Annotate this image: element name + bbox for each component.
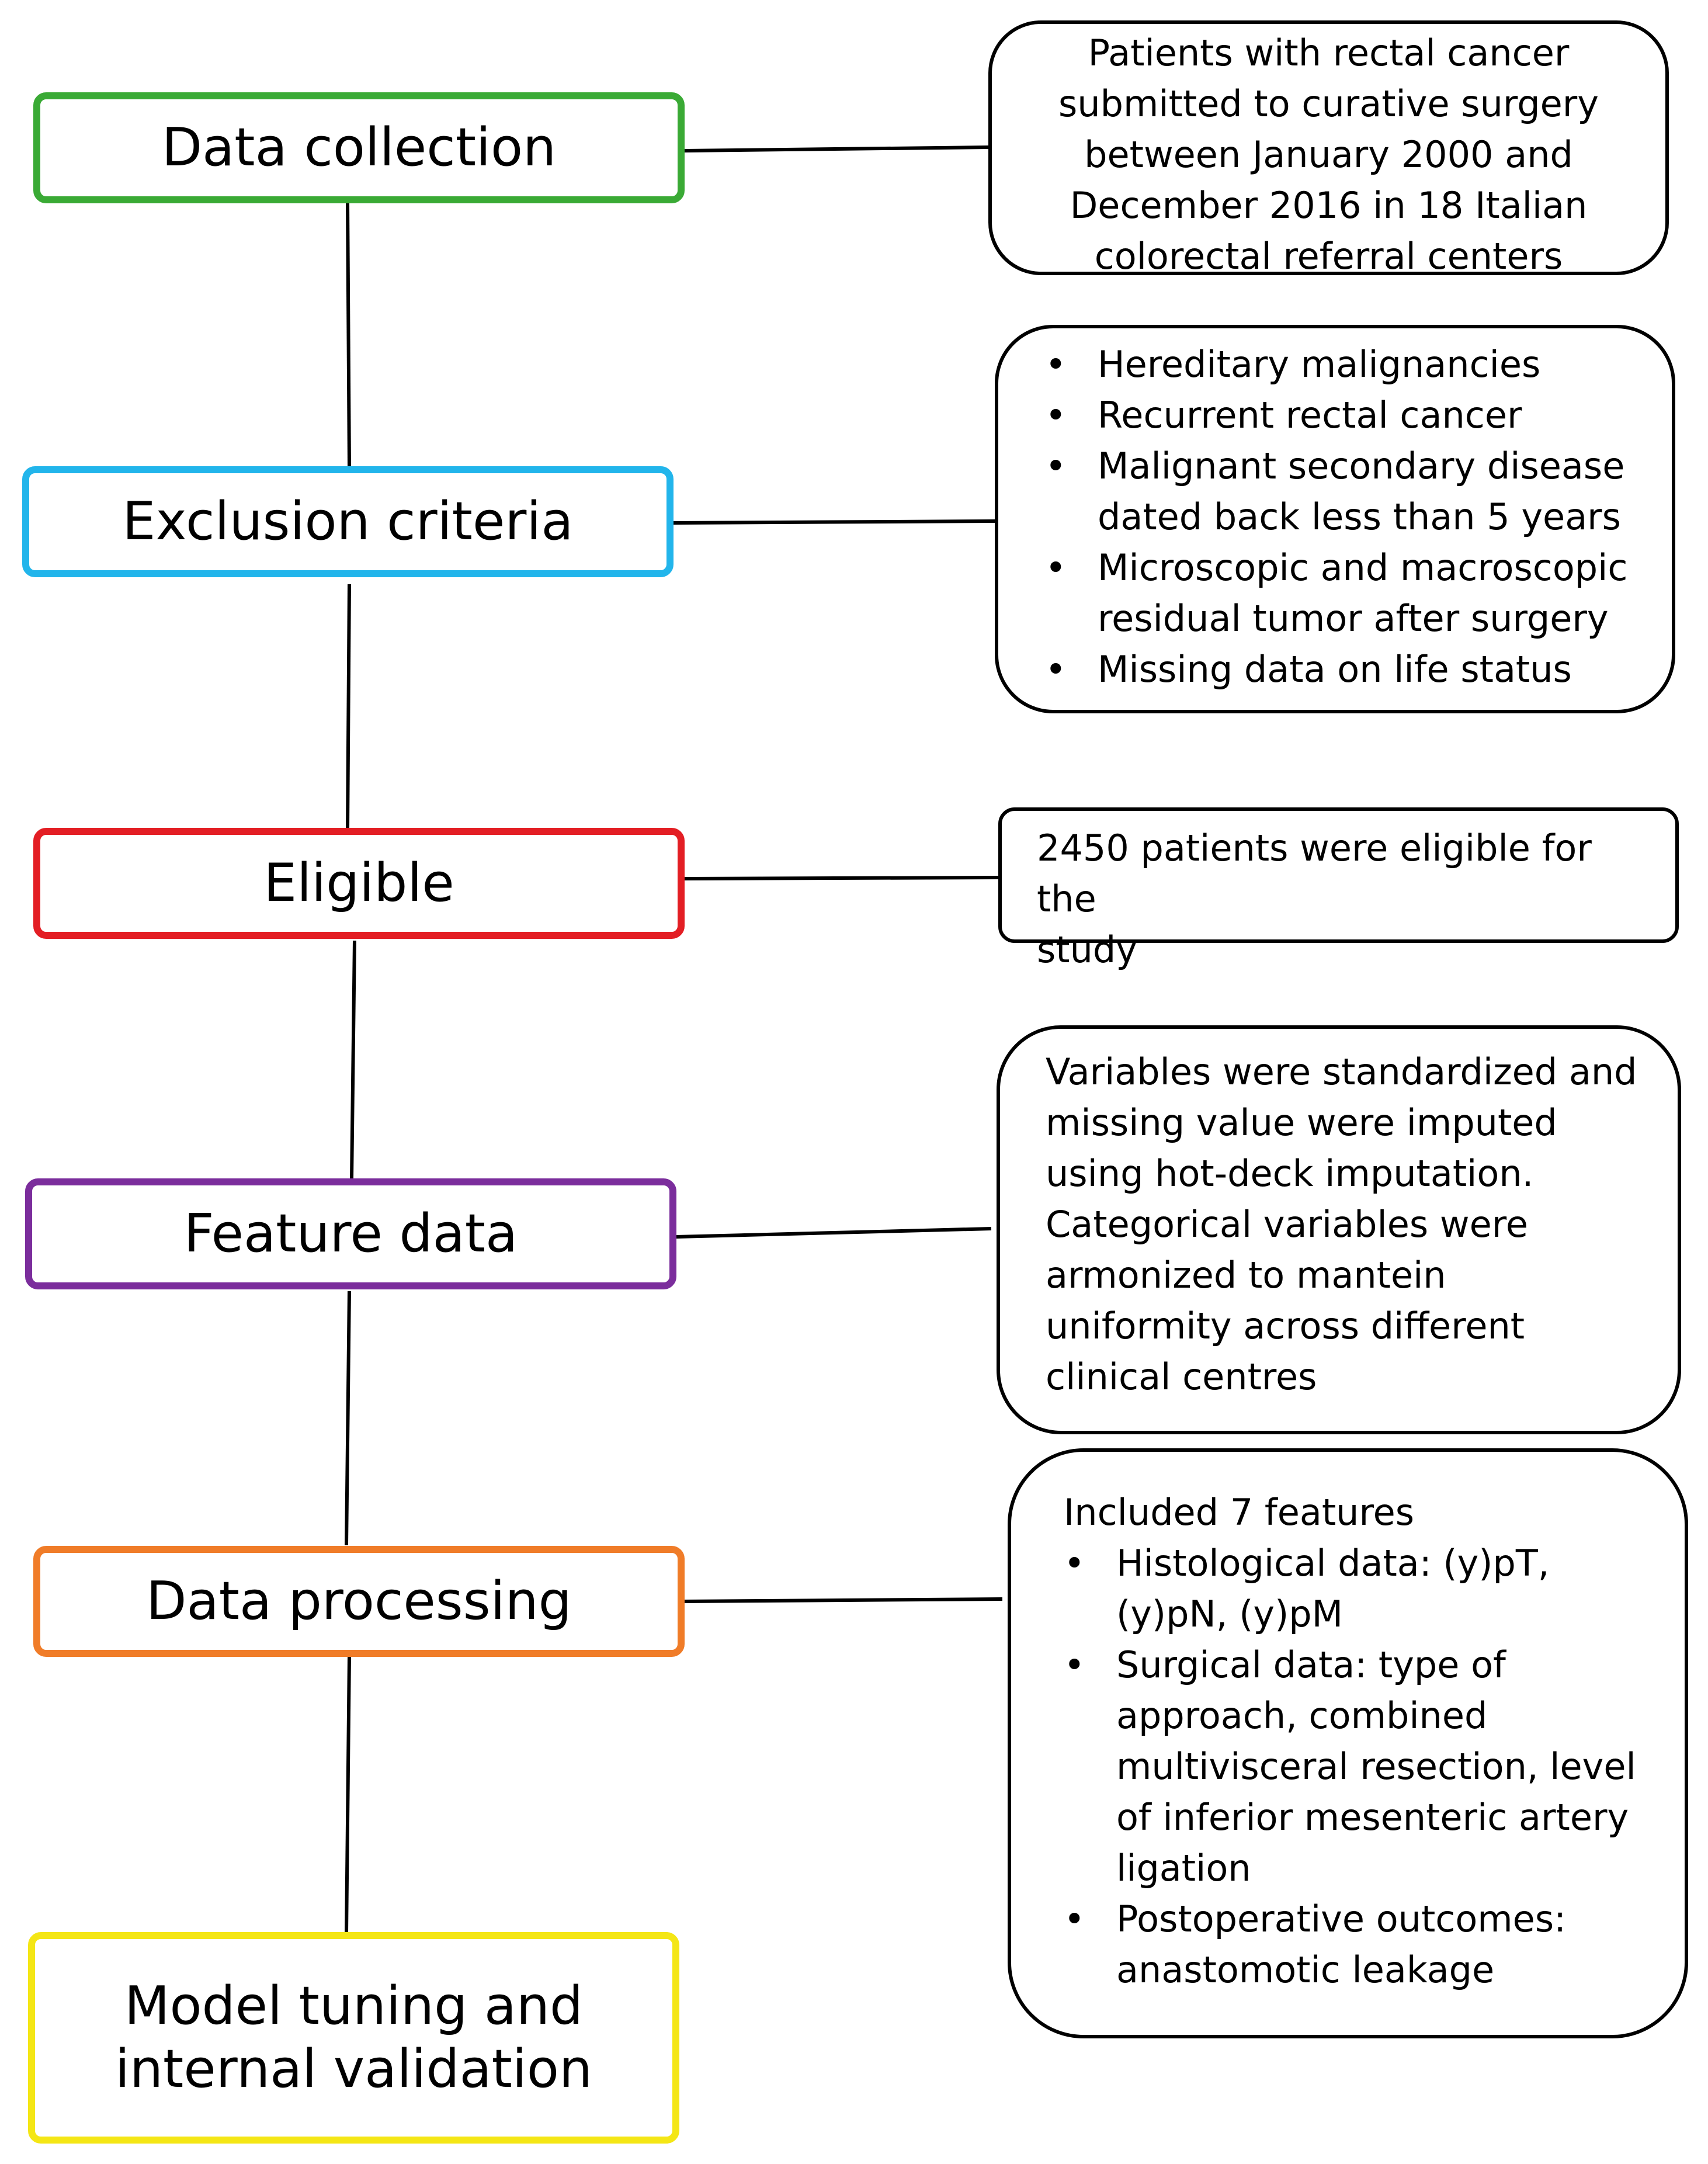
stage-exclusion-criteria: Exclusion criteria: [22, 466, 674, 577]
stage-data-processing-label: Data processing: [146, 1570, 572, 1632]
list-item-text: ligation: [1116, 1847, 1251, 1889]
data-processing-feature-list: • Histological data: (y)pT, (y)pN, (y)pM…: [1064, 1538, 1667, 1995]
list-item: • Malignant secondary disease dated back…: [1045, 441, 1648, 542]
connector-processing-to-model: [345, 1656, 351, 1934]
bullet-marker: •: [1045, 445, 1067, 487]
list-item: • Histological data: (y)pT, (y)pN, (y)pM: [1064, 1538, 1667, 1639]
detail-eligible: 2450 patients were eligible for the stud…: [998, 807, 1679, 971]
stage-feature-data-label: Feature data: [183, 1203, 518, 1264]
detail-exclusion-criteria: • Hereditary malignancies • Recurrent re…: [995, 325, 1675, 713]
list-item-text: dated back less than 5 years: [1098, 495, 1621, 538]
list-item-text: Missing data on life status: [1098, 648, 1572, 691]
detail-line: December 2016 in 18 Italian: [1070, 184, 1588, 227]
list-item-text: multivisceral resection, level: [1116, 1745, 1636, 1788]
list-item-text: anastomotic leakage: [1116, 1948, 1495, 1991]
list-item-text: Surgical data: type of: [1116, 1643, 1506, 1686]
connector-exclusion-to-eligible: [346, 584, 351, 830]
bullet-marker: •: [1064, 1898, 1085, 1940]
connector-processing-detail: [684, 1597, 1003, 1603]
list-item: • Hereditary malignancies: [1045, 339, 1648, 390]
detail-line: submitted to curative surgery: [1058, 82, 1599, 125]
stage-model-tuning: Model tuning and internal validation: [28, 1932, 679, 2144]
bullet-marker: •: [1064, 1542, 1085, 1584]
detail-heading: Included 7 features: [1064, 1491, 1415, 1534]
stage-model-tuning-label-line-1: Model tuning and: [124, 1975, 584, 2037]
list-item-text: Postoperative outcomes:: [1116, 1898, 1567, 1940]
detail-feature-data: Variables were standardized and missing …: [997, 1025, 1681, 1434]
detail-line: Categorical variables were: [1046, 1203, 1529, 1246]
connector-eligible-to-feature: [350, 940, 356, 1181]
list-item: • Postoperative outcomes: anastomotic le…: [1064, 1894, 1667, 1995]
bullet-marker: •: [1045, 546, 1067, 589]
list-item-text: Hereditary malignancies: [1098, 343, 1541, 386]
list-item: • Recurrent rectal cancer: [1045, 390, 1648, 441]
detail-line: study: [1037, 928, 1137, 971]
bullet-marker: •: [1045, 394, 1067, 436]
detail-line: missing value were imputed: [1046, 1101, 1557, 1144]
list-item-text: of inferior mesenteric artery: [1116, 1796, 1629, 1839]
detail-line: Patients with rectal cancer: [1088, 32, 1570, 74]
stage-data-collection: Data collection: [33, 92, 685, 203]
stage-data-collection-label: Data collection: [161, 117, 557, 178]
list-item-text: Recurrent rectal cancer: [1098, 394, 1522, 436]
list-item: • Surgical data: type of approach, combi…: [1064, 1639, 1667, 1894]
detail-line: Variables were standardized and: [1046, 1050, 1637, 1093]
list-item-text: approach, combined: [1116, 1694, 1488, 1737]
list-item-text: Microscopic and macroscopic: [1098, 546, 1628, 589]
list-item: • Microscopic and macroscopic residual t…: [1045, 542, 1648, 644]
stage-eligible-label: Eligible: [263, 852, 454, 914]
detail-line: between January 2000 and: [1084, 133, 1573, 176]
stage-eligible: Eligible: [33, 828, 685, 939]
connector-exclusion-detail: [673, 519, 997, 525]
exclusion-criteria-list: • Hereditary malignancies • Recurrent re…: [1045, 339, 1648, 695]
list-item-text: residual tumor after surgery: [1098, 597, 1609, 640]
connector-data-collection-detail: [684, 145, 989, 152]
bullet-marker: •: [1045, 648, 1067, 691]
list-item-text: Histological data: (y)pT,: [1116, 1542, 1550, 1584]
detail-line: armonized to mantein: [1046, 1254, 1446, 1296]
stage-model-tuning-label-line-2: internal validation: [114, 2038, 593, 2100]
connector-feature-to-processing: [345, 1291, 351, 1546]
stage-data-processing: Data processing: [33, 1546, 685, 1657]
stage-feature-data: Feature data: [25, 1178, 676, 1289]
list-item-text: (y)pN, (y)pM: [1116, 1593, 1344, 1635]
list-item-text: Malignant secondary disease: [1098, 445, 1625, 487]
detail-data-processing: Included 7 features • Histological data:…: [1008, 1448, 1688, 2038]
detail-line: uniformity across different: [1046, 1305, 1525, 1347]
stage-exclusion-criteria-label: Exclusion criteria: [122, 491, 574, 552]
detail-line: 2450 patients were eligible for the: [1037, 827, 1592, 920]
connector-eligible-detail: [684, 876, 999, 880]
connector-data-collection-to-exclusion: [346, 201, 351, 468]
detail-line: using hot-deck imputation.: [1046, 1152, 1534, 1195]
detail-data-collection: Patients with rectal cancer submitted to…: [988, 20, 1669, 278]
list-item: • Missing data on life status: [1045, 644, 1648, 695]
connector-feature-detail: [676, 1227, 992, 1239]
bullet-marker: •: [1064, 1643, 1085, 1686]
detail-line: clinical centres: [1046, 1355, 1317, 1398]
detail-line: colorectal referral centers: [1094, 235, 1563, 278]
bullet-marker: •: [1045, 343, 1067, 386]
